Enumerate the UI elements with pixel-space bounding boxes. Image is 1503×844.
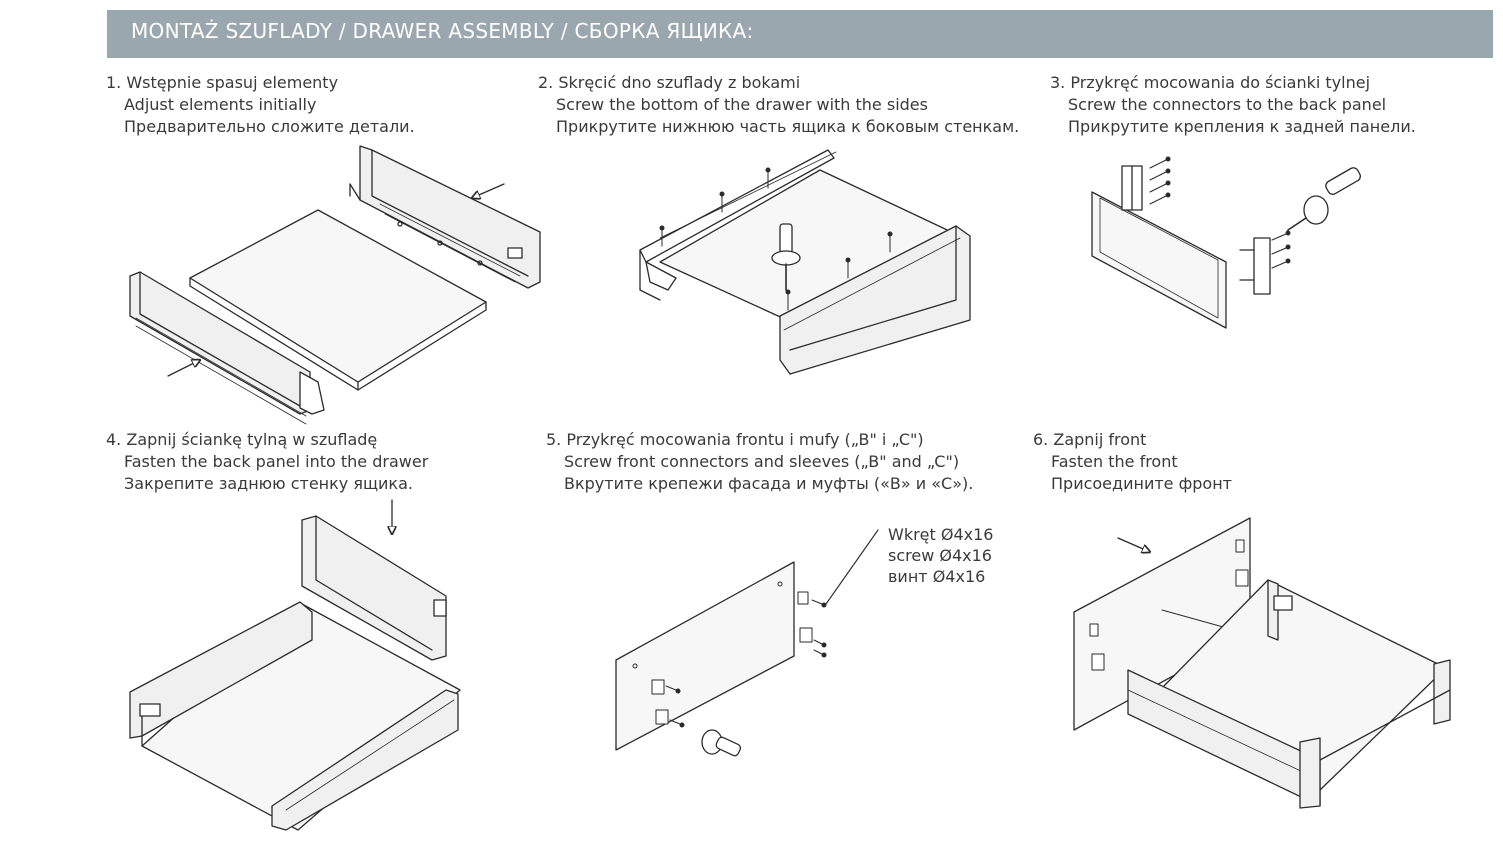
figure-6-front-fastening <box>1074 518 1450 808</box>
step-2-ru: Прикрутите нижнюю часть ящика к боковым … <box>556 117 1020 136</box>
screw-callout-pl: Wkręt Ø4x16 <box>888 525 994 544</box>
step-1-text: 1. Wstępnie spasuj elementy Adjust eleme… <box>106 72 415 138</box>
step-2-text: 2. Skręcić dno szuflady z bokami Screw t… <box>538 72 1019 138</box>
step-6-ru: Присоедините фронт <box>1051 474 1232 493</box>
step-6-text: 6. Zapnij front Fasten the front Присоед… <box>1033 429 1232 495</box>
step-3-text: 3. Przykręć mocowania do ścianki tylnej … <box>1050 72 1416 138</box>
step-5-en: Screw front connectors and sleeves („B" … <box>564 452 960 471</box>
step-4-ru: Закрепите заднюю стенку ящика. <box>124 474 413 493</box>
step-3-ru: Прикрутите крепления к задней панели. <box>1068 117 1416 136</box>
figure-5-front-connectors <box>616 530 878 757</box>
step-5-ru: Вкрутите крепежи фасада и муфты («В» и «… <box>564 474 974 493</box>
step-1-pl: 1. Wstępnie spasuj elementy <box>106 73 339 92</box>
step-6-en: Fasten the front <box>1051 452 1178 471</box>
screw-callout: Wkręt Ø4x16 screw Ø4x16 винт Ø4x16 <box>888 524 993 587</box>
step-3-pl: 3. Przykręć mocowania do ścianki tylnej <box>1050 73 1371 92</box>
step-4-text: 4. Zapnij ściankę tylną w szufladę Faste… <box>106 429 428 495</box>
step-3-en: Screw the connectors to the back panel <box>1068 95 1387 114</box>
figure-4-back-panel-fastening <box>130 500 460 830</box>
step-6-pl: 6. Zapnij front <box>1033 430 1147 449</box>
figure-3-back-panel <box>1092 157 1362 328</box>
screw-callout-en: screw Ø4x16 <box>888 546 992 565</box>
step-1-en: Adjust elements initially <box>124 95 317 114</box>
step-5-text: 5. Przykręć mocowania frontu i mufy („B"… <box>546 429 973 495</box>
step-2-en: Screw the bottom of the drawer with the … <box>556 95 928 114</box>
step-4-en: Fasten the back panel into the drawer <box>124 452 429 471</box>
step-4-pl: 4. Zapnij ściankę tylną w szufladę <box>106 430 378 449</box>
step-5-pl: 5. Przykręć mocowania frontu i mufy („B"… <box>546 430 924 449</box>
section-header: MONTAŻ SZUFLADY / DRAWER ASSEMBLY / СБОР… <box>107 10 1493 58</box>
figure-2-bottom-screwing <box>640 150 970 374</box>
header-title: MONTAŻ SZUFLADY / DRAWER ASSEMBLY / СБОР… <box>131 19 754 43</box>
step-2-pl: 2. Skręcić dno szuflady z bokami <box>538 73 801 92</box>
screw-callout-ru: винт Ø4x16 <box>888 567 986 586</box>
step-1-ru: Предварительно сложите детали. <box>124 117 415 136</box>
figure-1-drawer-parts <box>130 146 540 424</box>
